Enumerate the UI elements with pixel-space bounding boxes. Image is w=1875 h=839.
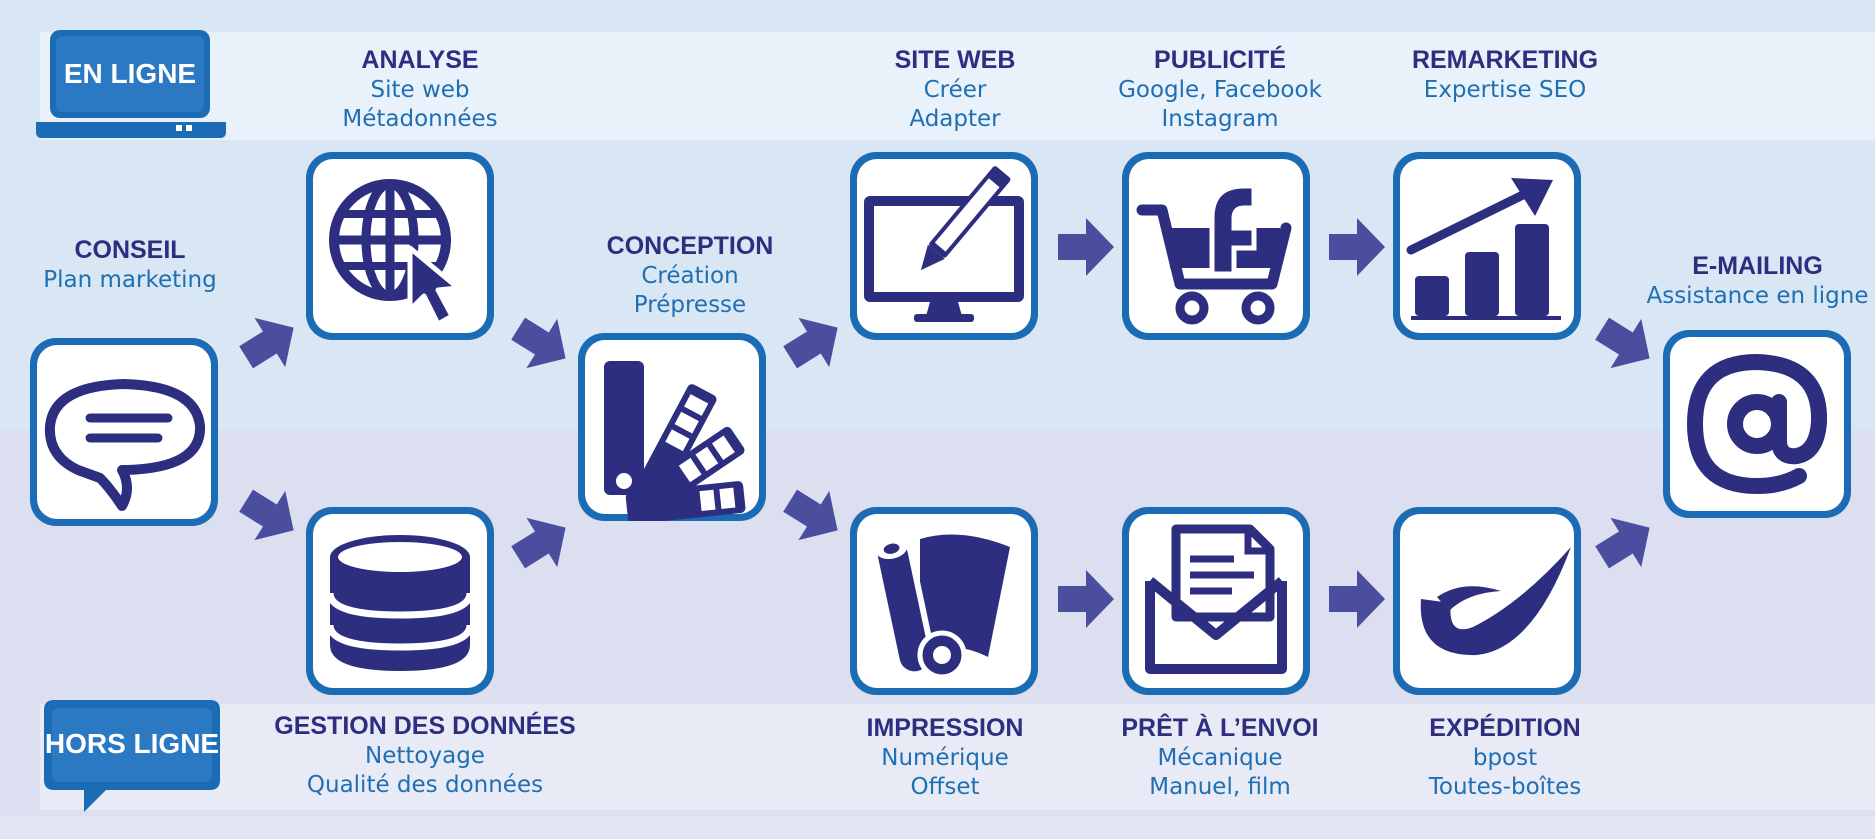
arrow-icon: [1058, 218, 1114, 276]
arrow-icon: [1058, 570, 1114, 628]
step-title: PRÊT À L’ENVOI: [1121, 714, 1319, 742]
step-subtitle: Offset: [910, 774, 980, 800]
step-title: E-MAILING: [1692, 252, 1823, 280]
arrow-icon: [511, 517, 566, 569]
arrow-icon: [783, 317, 838, 369]
step-title: CONSEIL: [74, 236, 186, 264]
laptop-badge-icon: [36, 30, 226, 138]
tile-pret: [1122, 507, 1310, 695]
step-subtitle: Qualité des données: [306, 772, 544, 798]
step-subtitle: Toutes-boîtes: [1428, 774, 1582, 800]
arrow-icon: [1595, 517, 1650, 569]
tile-expedition: [1393, 507, 1581, 695]
offline-title-strip: [40, 704, 1875, 810]
step-label-analyse: ANALYSE Site web Métadonnées: [300, 44, 540, 134]
step-title: EXPÉDITION: [1429, 714, 1581, 742]
tile-conseil: [30, 338, 218, 526]
bpost-logo-icon: [1420, 547, 1571, 656]
step-label-expedition: EXPÉDITION bpost Toutes-boîtes: [1380, 712, 1630, 802]
globe-cursor-icon: [329, 179, 461, 327]
step-subtitle: Création: [641, 263, 739, 289]
online-badge-label: EN LIGNE: [63, 58, 197, 89]
online-title-strip: [40, 32, 1875, 140]
step-title: SITE WEB: [894, 46, 1016, 74]
step-title: REMARKETING: [1411, 46, 1599, 74]
step-subtitle: Adapter: [909, 106, 1001, 132]
step-label-siteweb: SITE WEB Créer Adapter: [850, 44, 1060, 134]
speech-bubble-icon: [44, 379, 206, 511]
arrow-icon: [239, 317, 294, 369]
step-subtitle: Google, Facebook: [1118, 77, 1322, 103]
color-swatch-icon: [604, 361, 746, 521]
step-title: IMPRESSION: [866, 714, 1024, 742]
monitor-pen-icon: [864, 166, 1024, 322]
step-subtitle: bpost: [1472, 745, 1538, 771]
step-label-remarketing: REMARKETING Expertise SEO: [1380, 44, 1630, 105]
offline-badge-label: HORS LIGNE: [44, 728, 220, 759]
step-label-conception: CONCEPTION Création Prépresse: [570, 230, 810, 320]
step-title: ANALYSE: [361, 46, 479, 74]
tile-emailing: [1663, 330, 1851, 518]
step-subtitle: Numérique: [881, 745, 1009, 771]
step-label-gestion: GESTION DES DONNÉES Nettoyage Qualité de…: [270, 710, 580, 800]
tile-gestion: [306, 507, 494, 695]
growth-chart-icon: [1406, 178, 1561, 320]
step-subtitle: Créer: [923, 77, 987, 103]
step-subtitle: Plan marketing: [43, 267, 217, 293]
tile-analyse: [306, 152, 494, 340]
step-subtitle: Métadonnées: [342, 106, 498, 132]
bottom-edge-strip: [0, 816, 1875, 839]
step-label-conseil: CONSEIL Plan marketing: [20, 234, 240, 295]
step-subtitle: Mécanique: [1157, 745, 1283, 771]
online-badge: EN LIGNE: [36, 28, 226, 138]
step-subtitle: Instagram: [1161, 106, 1279, 132]
arrow-icon: [1329, 218, 1385, 276]
tile-siteweb: [850, 152, 1038, 340]
tile-conception: [578, 333, 766, 521]
step-subtitle: Prépresse: [633, 292, 747, 318]
arrow-icon: [511, 317, 566, 369]
at-sign-icon: [1686, 353, 1828, 495]
step-subtitle: Assistance en ligne: [1646, 283, 1869, 309]
offline-badge: HORS LIGNE: [44, 700, 220, 820]
step-label-impression: IMPRESSION Numérique Offset: [830, 712, 1060, 802]
step-subtitle: Manuel, film: [1149, 774, 1291, 800]
arrow-icon: [1329, 570, 1385, 628]
step-subtitle: Nettoyage: [365, 743, 485, 769]
arrow-icon: [239, 489, 294, 541]
paper-roll-icon: [871, 533, 1010, 680]
step-title: GESTION DES DONNÉES: [274, 712, 576, 740]
step-subtitle: Expertise SEO: [1423, 77, 1587, 103]
step-title: CONCEPTION: [606, 232, 774, 260]
speech-badge-icon: [44, 700, 220, 812]
step-label-emailing: E-MAILING Assistance en ligne: [1640, 250, 1875, 311]
arrow-icon: [1595, 317, 1650, 369]
envelope-letter-icon: [1145, 524, 1287, 674]
database-icon: [326, 535, 474, 671]
step-label-pret: PRÊT À L’ENVOI Mécanique Manuel, film: [1100, 712, 1340, 802]
facebook-cart-icon: [1136, 183, 1292, 325]
tile-remarketing: [1393, 152, 1581, 340]
arrow-icon: [783, 489, 838, 541]
tile-publicite: [1122, 152, 1310, 340]
step-title: PUBLICITÉ: [1154, 46, 1286, 74]
step-label-publicite: PUBLICITÉ Google, Facebook Instagram: [1100, 44, 1340, 134]
step-subtitle: Site web: [370, 77, 470, 103]
tile-impression: [850, 507, 1038, 695]
